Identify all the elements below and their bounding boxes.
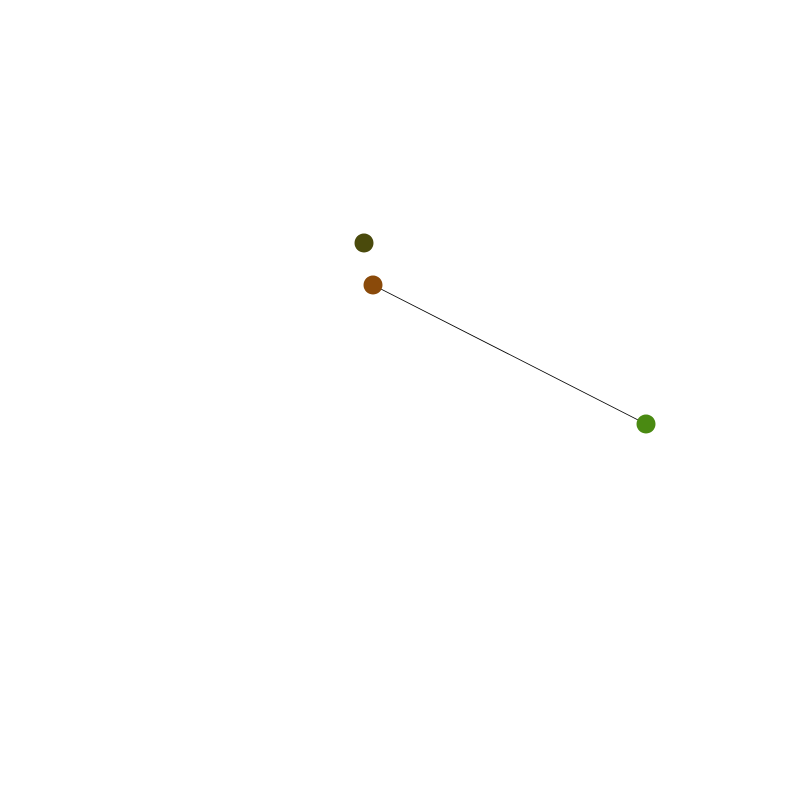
graph-edges	[372, 284, 647, 425]
graph-node-n3[interactable]	[636, 414, 656, 434]
graph-edge-n2-n3	[372, 284, 647, 425]
graph-node-n2[interactable]	[363, 275, 383, 295]
graph-nodes	[354, 233, 656, 434]
graph-node-n1[interactable]	[354, 233, 374, 253]
